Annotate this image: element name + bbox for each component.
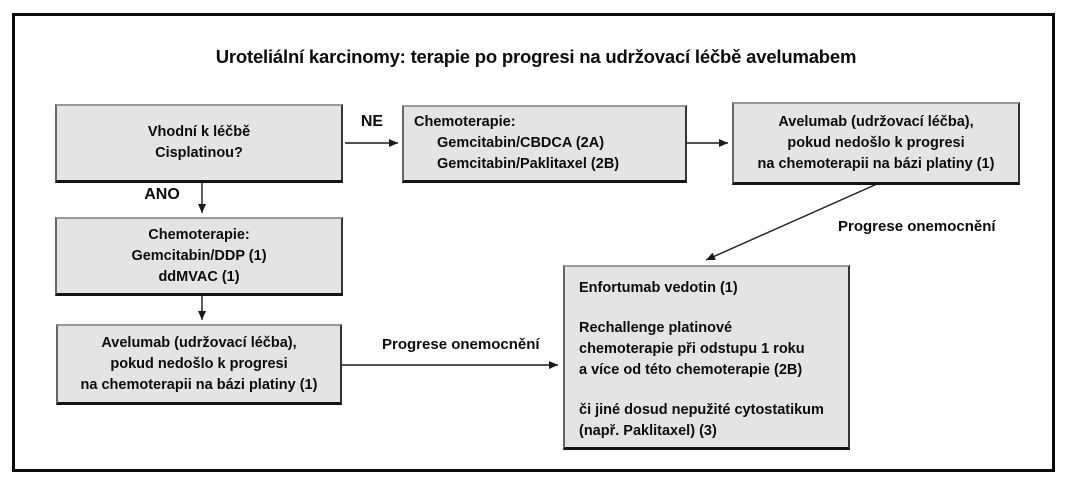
node-option: Gemcitabin/Paklitaxel (2B) <box>437 156 620 172</box>
node-line: chemoterapie při odstupu 1 roku <box>579 341 805 357</box>
node-paragraph: Enfortumab vedotin (1) <box>579 278 842 299</box>
node-line: a více od této chemoterapie (2B) <box>579 362 803 378</box>
edge-label-progression-left: Progrese onemocnění <box>382 336 540 353</box>
node-line: (např. Paklitaxel) (3) <box>579 423 717 439</box>
edge-label-ne: NE <box>360 113 384 130</box>
node-chemotherapy-ano: Chemoterapie: Gemcitabin/DDP (1) ddMVAC … <box>55 217 343 296</box>
node-line: Chemoterapie: <box>148 226 250 243</box>
node-cisplatin-question: Vhodní k léčbě Cisplatinou? <box>55 104 343 183</box>
node-post-progression-options: Enfortumab vedotin (1) Rechallenge plati… <box>563 265 850 450</box>
node-line: Gemcitabin/DDP (1) <box>131 247 267 264</box>
node-option: Gemcitabin/CBDCA (2A) <box>437 135 605 151</box>
arrow-progression-top-diagonal <box>705 183 878 261</box>
node-avelumab-maintenance-top: Avelumab (udržovací léčba), pokud nedošl… <box>732 102 1020 185</box>
node-line: Avelumab (udržovací léčba), <box>778 113 974 130</box>
node-line: na chemoterapii na bázi platiny (1) <box>757 155 995 172</box>
edge-label-ano: ANO <box>144 186 180 203</box>
node-paragraph: či jiné dosud nepužité cytostatikum (nap… <box>579 400 842 442</box>
edge-label-progression-top: Progrese onemocnění <box>838 218 996 235</box>
node-line: Vhodní k léčbě <box>147 124 251 140</box>
node-line: na chemoterapii na bázi platiny (1) <box>80 376 318 393</box>
node-paragraph: Rechallenge platinové chemoterapie při o… <box>579 318 842 381</box>
node-chemotherapy-ne: Chemoterapie: Gemcitabin/CBDCA (2A) Gemc… <box>402 105 687 183</box>
node-line: pokud nedošlo k progresi <box>110 355 288 372</box>
node-line: ddMVAC (1) <box>158 268 240 285</box>
node-line: Rechallenge platinové <box>579 320 733 336</box>
node-line: Cisplatinou? <box>155 145 243 161</box>
node-heading: Chemoterapie: <box>414 114 516 130</box>
node-line: Enfortumab vedotin (1) <box>579 280 738 296</box>
flowchart-title: Uroteliální karcinomy: terapie po progre… <box>215 46 857 67</box>
node-line: Avelumab (udržovací léčba), <box>101 334 297 351</box>
node-avelumab-maintenance-left: Avelumab (udržovací léčba), pokud nedošl… <box>56 324 342 405</box>
node-line: pokud nedošlo k progresi <box>787 134 965 151</box>
node-line: či jiné dosud nepužité cytostatikum <box>579 402 824 418</box>
